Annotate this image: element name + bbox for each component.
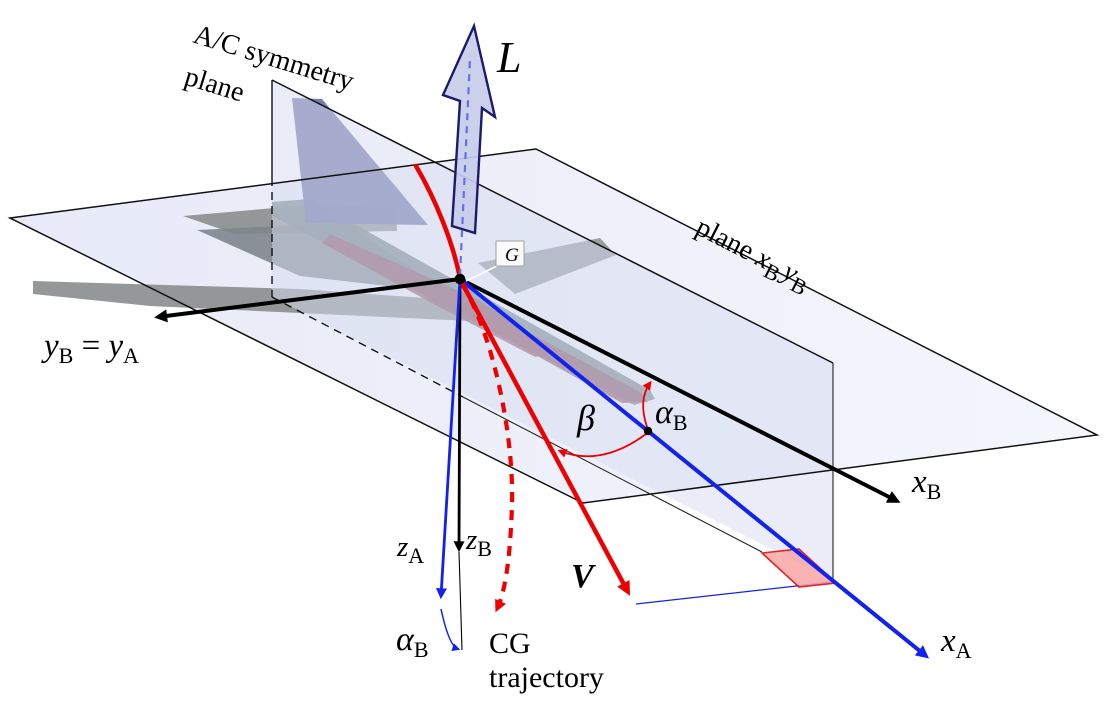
xA-reference-dot — [643, 426, 653, 436]
symmetry-plane-bottom-edge — [462, 396, 763, 553]
xB-label-sub: B — [927, 479, 942, 504]
plane-edges — [7, 79, 1100, 580]
axes — [154, 277, 930, 659]
zB-axis-label: zB — [465, 524, 492, 561]
symmetry-plane-bottom-edge-hidden — [271, 296, 464, 398]
alpha-upper-angle-arc — [642, 380, 652, 428]
zA-label-sub: A — [408, 543, 424, 568]
alpha-lower-sub: B — [414, 637, 429, 662]
cg-point-label: G — [505, 245, 519, 266]
zB-axis-extension — [458, 551, 463, 651]
xB-axis — [459, 277, 901, 503]
y-axis-label: yB = yA — [41, 328, 139, 368]
y-axis — [154, 277, 461, 323]
alpha-upper-label: αB — [655, 394, 688, 435]
alpha-upper-main: α — [655, 394, 674, 431]
alpha-lower-label: αB — [396, 621, 429, 662]
zA-axis — [435, 278, 462, 600]
velocity-vector — [458, 277, 630, 596]
symmetry-plane-top-edge — [271, 79, 834, 364]
xB-label-main: x — [911, 464, 927, 500]
y-axis-label-equals: = — [73, 328, 108, 364]
velocity-label: V — [571, 558, 596, 595]
y-axis-label-sub1: B — [59, 343, 74, 368]
body-plane-outline — [7, 148, 1100, 504]
y-axis-label-y1: y — [41, 328, 59, 364]
alpha-lower-angle-arc — [440, 608, 461, 652]
cg-trajectory-label-line1: CG — [489, 627, 531, 660]
symmetry-plane-surface — [272, 80, 833, 580]
xA-label-main: x — [940, 623, 956, 659]
beta-label: β — [576, 398, 595, 438]
zB-label-main: z — [465, 524, 477, 556]
zB-axis — [453, 278, 465, 553]
cg-trajectory-curve — [413, 163, 463, 281]
alpha-upper-sub: B — [673, 410, 688, 435]
zA-axis-label: zA — [396, 531, 424, 568]
cg-trajectory-dashed — [460, 282, 515, 613]
xA-label-sub: A — [956, 638, 972, 663]
lift-axis-dashed-line — [458, 57, 472, 277]
beta-angle-arc — [557, 433, 647, 458]
lift-label: L — [496, 33, 521, 82]
xA-axis — [458, 277, 930, 659]
y-axis-label-sub2: A — [123, 343, 139, 368]
cg-label-connector — [465, 264, 500, 282]
cg-trajectory-label-line2: trajectory — [489, 661, 604, 694]
zA-label-main: z — [396, 531, 408, 563]
xB-axis-label: xB — [911, 464, 941, 504]
xA-axis-label: xA — [940, 623, 972, 663]
zB-label-sub: B — [477, 536, 492, 561]
y-axis-label-y2: y — [105, 328, 123, 364]
symmetry-plane-label-line2: plane — [181, 61, 248, 108]
alpha-lower-main: α — [396, 621, 415, 658]
lift-arrow — [441, 22, 497, 235]
cg-origin-dot — [454, 273, 466, 285]
cg-label-box — [495, 240, 525, 267]
